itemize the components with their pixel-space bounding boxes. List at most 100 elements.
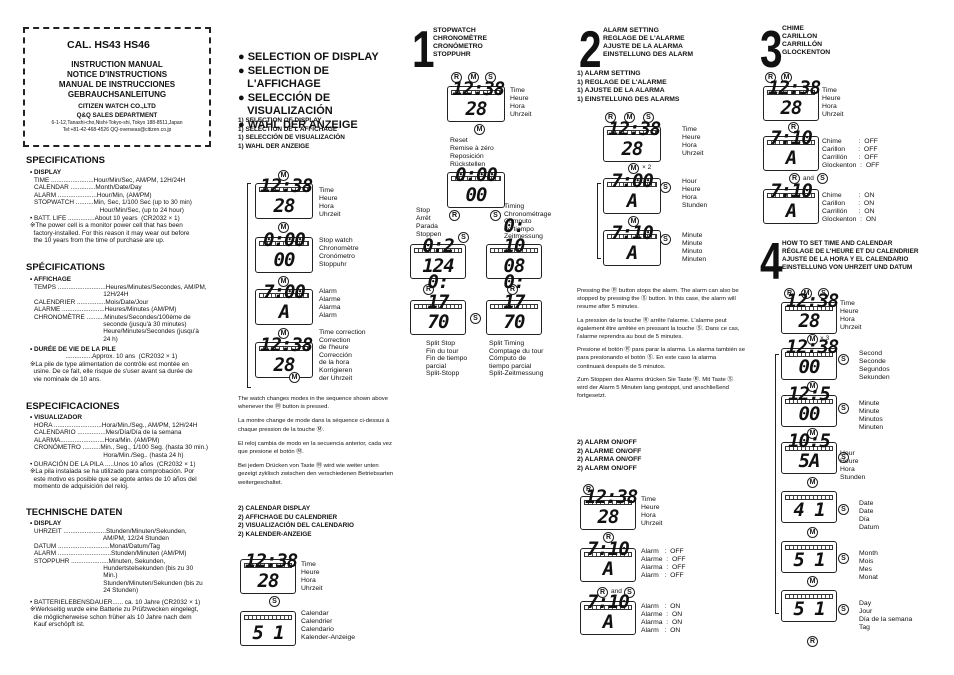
r-button: R	[784, 288, 795, 299]
m-button: M	[628, 216, 639, 227]
watch-display-second: 12:38 00	[781, 337, 839, 380]
spec-en-notes: • BATT. LIFE ...............About 10 yea…	[30, 215, 190, 245]
press-count: × 2	[642, 164, 652, 171]
r-button: R	[807, 636, 818, 647]
watch-display-month: 5 1	[781, 541, 837, 573]
spec-fr-notes: • DURÉE DE VIE DE LA PILE ..............…	[30, 346, 193, 383]
step-number: 1	[412, 21, 435, 79]
step-number: 3	[760, 21, 783, 79]
watch-display-hour: 10:5 5A	[781, 431, 837, 474]
alarm-paras: Pressing the Ⓡ button stops the alarm. T…	[577, 288, 745, 400]
watch-display-minute: 12:5 00	[781, 384, 837, 427]
and-text: and	[803, 175, 814, 182]
m-button: M	[278, 222, 289, 233]
watch-display-timing: 0: 10 08	[486, 216, 542, 279]
model-title: CAL. HS43 HS46	[67, 39, 150, 51]
s-button: S	[818, 288, 829, 299]
cycle-arrow	[775, 354, 779, 614]
r-button: R	[507, 284, 518, 295]
m-button: M	[474, 124, 485, 135]
watch-display-time: 12:38 28	[240, 551, 298, 594]
spec-de-lines: UHRZEIT ........................Stunden/…	[34, 528, 203, 595]
watch-display-stopwatch: 0:00 00	[447, 165, 505, 208]
s-button: S	[838, 604, 849, 615]
watch-display-time: 12:38 28	[763, 78, 821, 121]
spec-es-title: ESPECIFICACIONES	[26, 401, 120, 412]
r-button: R	[603, 532, 614, 543]
step-number: 2	[579, 21, 602, 79]
s-button: S	[817, 173, 828, 184]
s-button: S	[269, 596, 280, 607]
s-button: S	[643, 112, 654, 123]
r-button: R	[597, 587, 608, 598]
watch-display-stop: 0:2 124	[410, 236, 466, 279]
watch-display-correction: 12:38 28	[255, 335, 313, 378]
watch-display-time: 12:38 28	[781, 291, 839, 334]
watch-display-alarm-minute: 7:10 A	[603, 223, 661, 266]
s-button: S	[660, 234, 671, 245]
r-button: R	[449, 210, 460, 221]
watch-display-chime-on: 7:10 A	[763, 181, 819, 224]
m-button: M	[468, 72, 479, 83]
spec-fr-display: • AFFICHAGE	[30, 276, 72, 283]
m-button: M	[278, 170, 289, 181]
s-button: S	[660, 182, 671, 193]
step-number: 4	[760, 233, 783, 291]
spec-en-title: SPECIFICATIONS	[26, 155, 105, 166]
spec-en-display: • DISPLAY	[30, 169, 62, 176]
spec-es-lines: HORA ...........................Hora/Min…	[34, 422, 209, 459]
s-button: S	[470, 313, 481, 324]
press-count: × 3	[820, 335, 830, 342]
watch-display-day: 5 1	[781, 590, 837, 622]
r-button: R	[583, 484, 594, 495]
selection-bullets: ● SELECTION OF DISPLAY● SELECTION DE L'A…	[238, 51, 379, 131]
spec-es-notes: • DURACIÓN DE LA PILA .....Unos 10 años …	[30, 461, 197, 491]
watch-display-chime-off: 7:10 A	[763, 128, 819, 171]
watch-display-time: 12:38 28	[447, 79, 505, 122]
selection-para: The watch changes modes in the sequence …	[238, 396, 394, 486]
watch-display-time: 12:38 28	[255, 176, 313, 219]
watch-display-alarm: 7:00 A	[255, 282, 313, 325]
r-button: R	[788, 122, 799, 133]
watch-display-split-timing: 0: 17 70	[486, 272, 542, 335]
spec-en-lines: TIME ........................Hour/Min/Se…	[34, 177, 192, 214]
r-button: R	[789, 173, 800, 184]
r-button: R	[605, 112, 616, 123]
s-button: S	[490, 210, 501, 221]
spec-fr-title: SPÉCIFICATIONS	[26, 262, 105, 273]
m-button: M	[289, 372, 300, 383]
watch-display-alarm-hour: 7:00 A	[603, 171, 661, 214]
telephone: Tel:+81-42-468-4526 QQ-overseas@citizen.…	[62, 127, 172, 133]
cycle-arrow	[597, 183, 601, 259]
spec-de-notes: • BATTERIELEBENSDAUER...... ca. 10 Jahre…	[30, 599, 201, 629]
watch-display-date: 4 1	[781, 491, 837, 523]
watch-display-split-stop: 0: 17 70	[410, 272, 466, 335]
